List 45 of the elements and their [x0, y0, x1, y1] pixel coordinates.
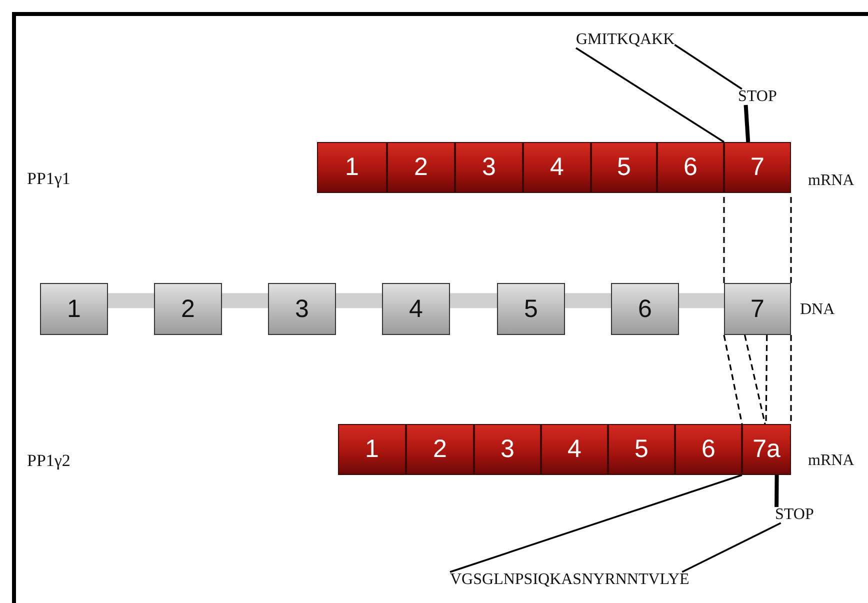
dna-exon-box: 7: [724, 283, 791, 335]
leader-line: [682, 522, 782, 573]
mrna-exon-box: 7: [724, 142, 791, 193]
mrna-exon-box: 3: [455, 142, 523, 193]
intron-line: [565, 293, 611, 308]
dashed-guide-line: [790, 335, 792, 424]
intron-line: [222, 293, 268, 308]
stop-codon-mark: [744, 104, 750, 142]
row-label: mRNA: [808, 173, 854, 189]
dna-exon-box: 3: [268, 283, 336, 335]
leader-line: [450, 474, 742, 573]
stop-codon-mark: [774, 474, 779, 508]
mrna-exon-box: 5: [591, 142, 657, 193]
mrna-exon-box: 2: [406, 424, 474, 475]
dna-exon-box: 5: [497, 283, 565, 335]
mrna-exon-box: 1: [338, 424, 406, 475]
isoform-name: PP1γ2: [27, 452, 70, 469]
peptide-sequence: VGSGLNPSIQKASNYRNNTVLYE: [450, 572, 690, 588]
dashed-guide-line: [723, 334, 743, 424]
row-label: mRNA: [808, 453, 854, 469]
mrna-exon-box: 7a: [742, 424, 791, 475]
mrna-exon-box: 6: [675, 424, 742, 475]
dashed-guide-line: [765, 335, 768, 424]
intron-line: [336, 293, 382, 308]
isoform-name: PP1γ1: [27, 170, 70, 187]
dna-exon-box: 2: [154, 283, 222, 335]
leader-line: [674, 44, 742, 90]
intron-line: [108, 293, 154, 308]
intron-line: [450, 293, 497, 308]
dna-exon-box: 6: [611, 283, 679, 335]
peptide-sequence: GMITKQAKK: [576, 32, 675, 48]
stop-codon-label: STOP: [775, 507, 814, 523]
mrna-exon-box: 5: [608, 424, 675, 475]
mrna-exon-box: 1: [317, 142, 387, 193]
stop-codon-label: STOP: [738, 89, 777, 105]
mrna-exon-box: 4: [523, 142, 591, 193]
dna-exon-box: 4: [382, 283, 450, 335]
mrna-exon-box: 3: [474, 424, 541, 475]
mrna-exon-box: 2: [387, 142, 455, 193]
dna-exon-box: 1: [40, 283, 108, 335]
leader-line: [576, 47, 724, 143]
mrna-exon-box: 6: [657, 142, 724, 193]
mrna-exon-box: 4: [541, 424, 608, 475]
row-label: DNA: [800, 302, 835, 318]
dashed-guide-line: [744, 334, 766, 424]
